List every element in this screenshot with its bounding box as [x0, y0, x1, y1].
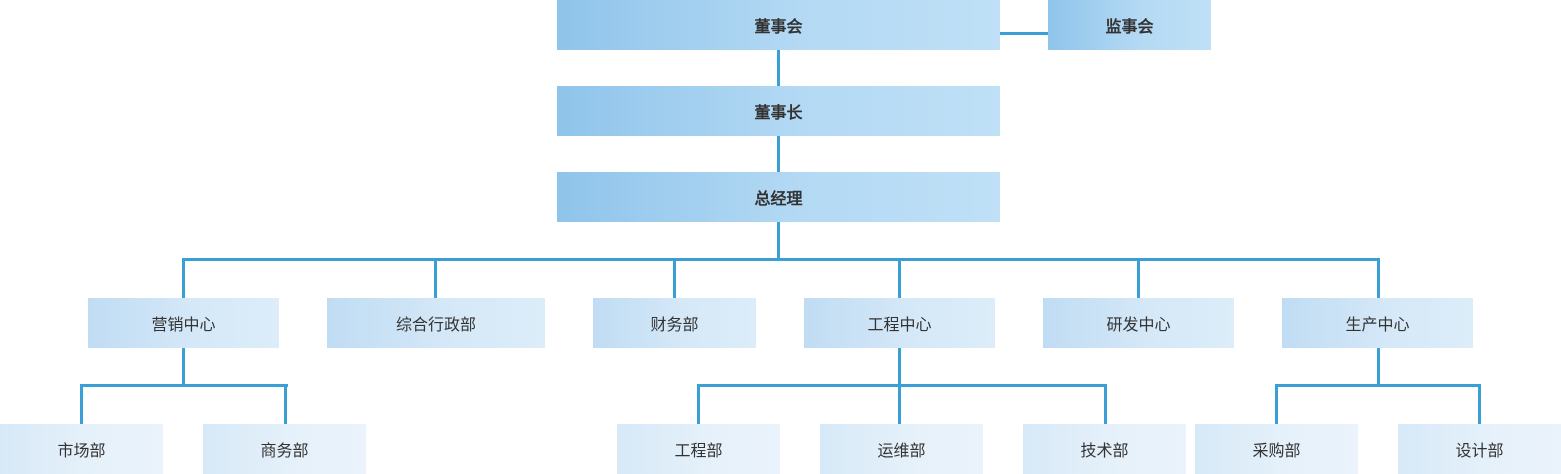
subdept-box-business: 商务部 [203, 424, 366, 474]
general-manager-box: 总经理 [557, 172, 1000, 222]
connector-board-chairman [777, 49, 780, 86]
connector-dept-finance [673, 258, 676, 298]
subdept-box-technology: 技术部 [1023, 424, 1186, 474]
dept-box-marketing: 营销中心 [88, 298, 279, 348]
connector-engineering-child-1 [697, 384, 700, 424]
connector-dept-engineering [898, 258, 901, 298]
board-box: 董事会 [557, 0, 1000, 50]
connector-dept-production [1377, 258, 1380, 298]
connector-production-down [1377, 347, 1380, 387]
chairman-box: 董事长 [557, 86, 1000, 136]
connector-marketing-down [182, 347, 185, 387]
dept-box-finance: 财务部 [593, 298, 756, 348]
connector-marketing-child-2 [284, 384, 287, 424]
connector-engineering-child-3 [1104, 384, 1107, 424]
connector-dept-marketing [182, 258, 185, 298]
connector-production-child-1 [1275, 384, 1278, 424]
connector-engineering-child-2 [898, 384, 901, 424]
connector-engineering-bar [697, 384, 1107, 387]
dept-box-admin: 综合行政部 [327, 298, 545, 348]
connector-dept-admin [434, 258, 437, 298]
connector-marketing-child-1 [80, 384, 83, 424]
connector-chairman-gm [777, 135, 780, 172]
dept-box-rnd: 研发中心 [1043, 298, 1234, 348]
dept-box-engineering: 工程中心 [804, 298, 995, 348]
dept-box-production: 生产中心 [1282, 298, 1473, 348]
connector-engineering-down [898, 347, 901, 387]
subdept-box-purchasing: 采购部 [1195, 424, 1358, 474]
connector-production-child-2 [1478, 384, 1481, 424]
subdept-box-operations: 运维部 [820, 424, 983, 474]
connector-gm-down [777, 221, 780, 261]
subdept-box-design: 设计部 [1398, 424, 1561, 474]
connector-departments-bar [182, 258, 1380, 261]
connector-dept-rnd [1137, 258, 1140, 298]
connector-production-bar [1275, 384, 1481, 387]
subdept-box-engineering: 工程部 [617, 424, 780, 474]
connector-board-supervisors [999, 32, 1049, 35]
connector-marketing-bar [80, 384, 288, 387]
subdept-box-market: 市场部 [0, 424, 163, 474]
supervisors-box: 监事会 [1048, 0, 1211, 50]
